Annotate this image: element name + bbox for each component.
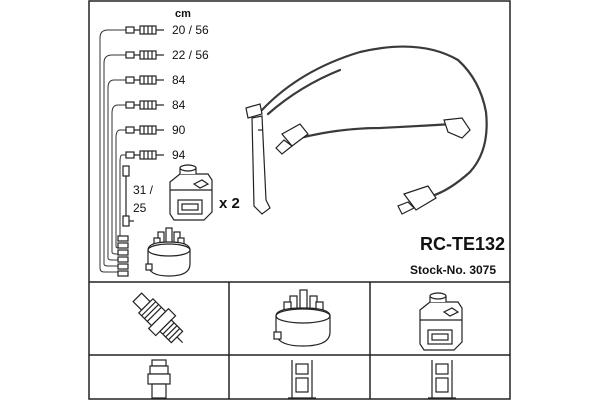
cap-terminal-icon [288,360,316,399]
stock-number: Stock-No. 3075 [410,263,496,277]
spark-plug-wire-set [245,45,488,215]
unit-label: cm [175,8,191,20]
connector-stack [117,235,129,277]
coil-terminal-icon [428,360,456,399]
ignition-coil-icon [419,292,463,351]
coil-lead-length-line2: 25 [133,201,147,215]
diagram-frame [88,0,511,400]
lead-set: 20 / 56 22 / 56 84 84 90 [99,23,209,277]
spark-plug-icon [132,292,184,344]
coil-lead-length-line1: 31 / [133,183,154,197]
lead-row: 90 [125,123,186,137]
plug-terminal-icon [147,359,171,399]
lead-row: 94 [125,148,186,162]
product-code: RC-TE132 [420,234,505,254]
lead-length-label: 20 / 56 [172,23,209,37]
ignition-coil-icon [169,164,213,221]
lead-bundle [99,29,126,273]
lead-length-label: 84 [172,73,186,87]
lead-length-label: 22 / 56 [172,48,209,62]
lead-row: 20 / 56 [125,23,209,37]
lead-length-label: 94 [172,148,186,162]
lead-row: 84 [125,73,186,87]
distributor-cap-icon [273,289,331,347]
coil-quantity-multiplier: x 2 [219,195,240,212]
lead-row: 22 / 56 [125,48,209,62]
lead-length-label: 84 [172,98,186,112]
lead-length-label: 90 [172,123,186,137]
distributor-cap-icon [145,227,191,277]
lead-row: 84 [125,98,186,112]
coil-lead: 31 / 25 [122,165,154,227]
